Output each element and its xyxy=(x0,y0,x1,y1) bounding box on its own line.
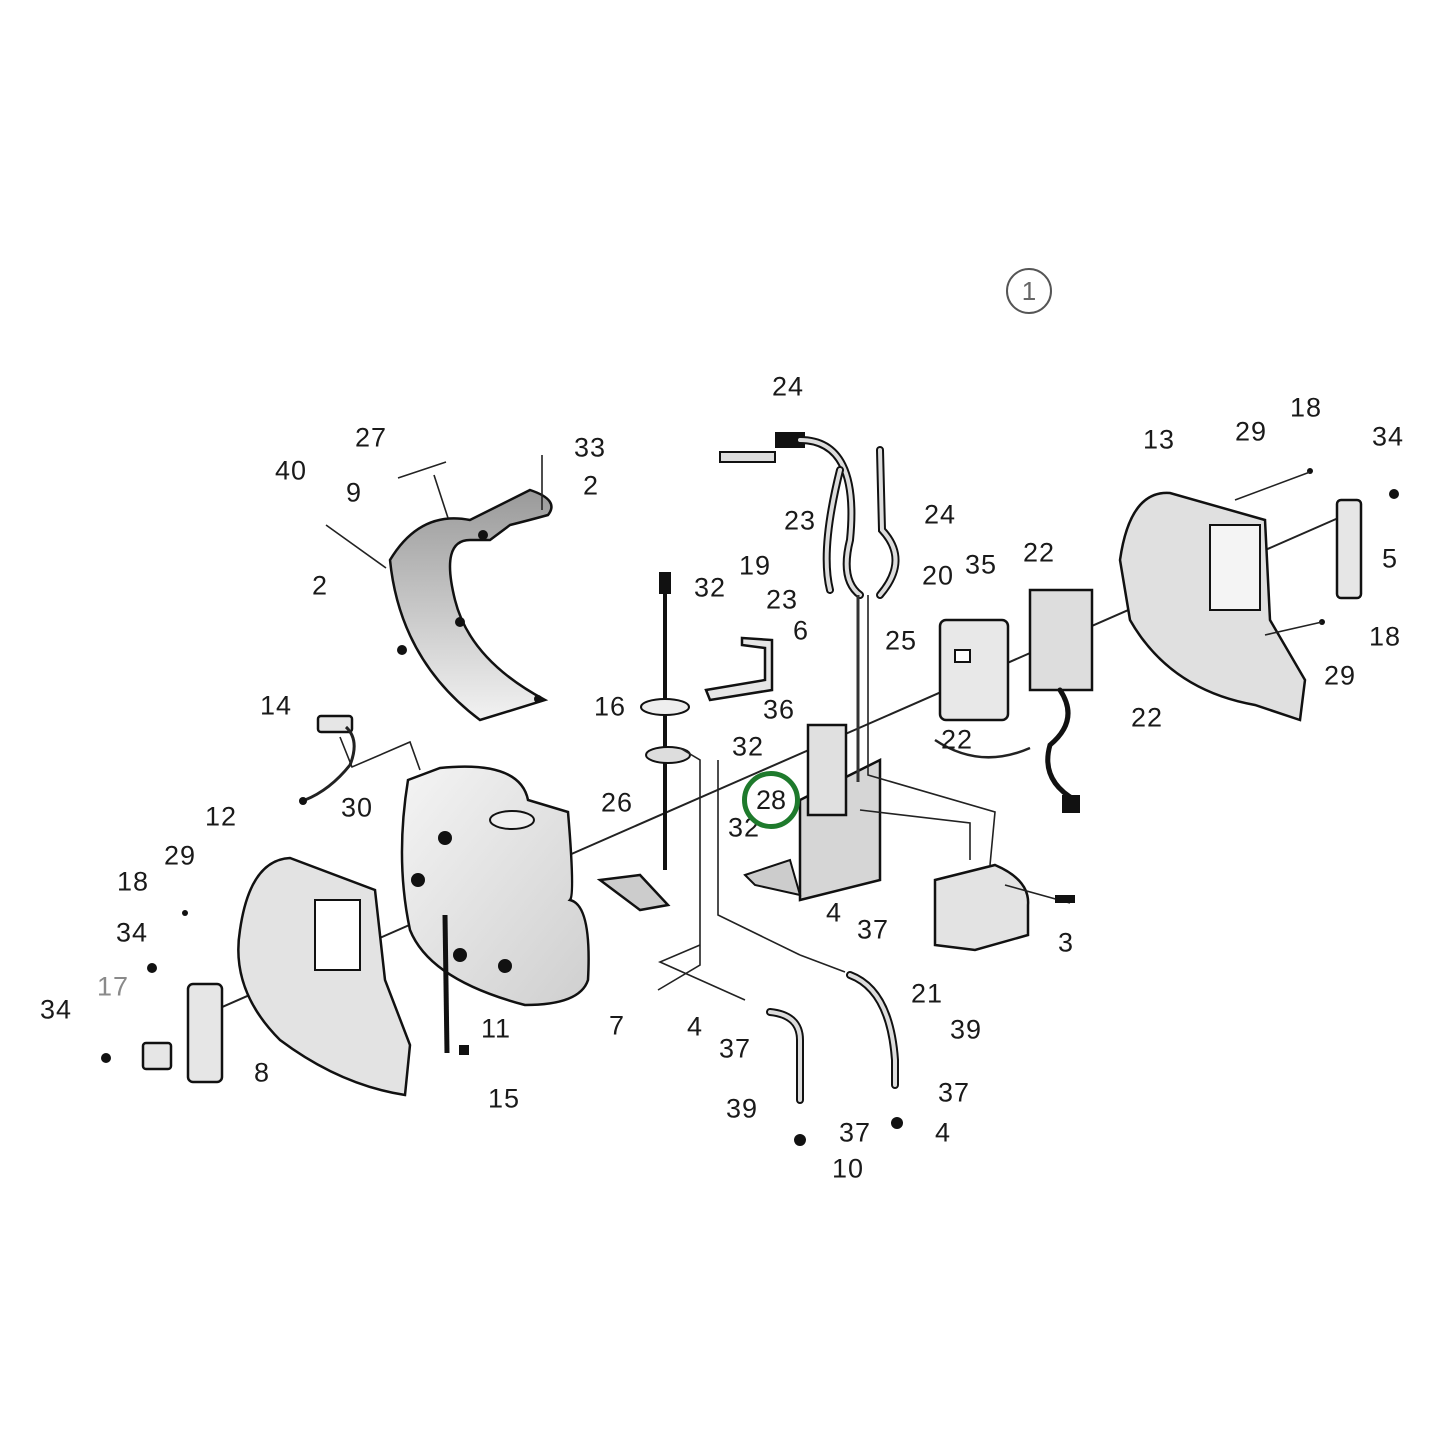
callout-part-6[interactable]: 6 xyxy=(792,615,810,646)
part-17-clamp xyxy=(141,1041,173,1071)
callout-part-37[interactable]: 37 xyxy=(856,914,890,945)
callout-part-35[interactable]: 35 xyxy=(964,549,998,580)
callout-part-11[interactable]: 11 xyxy=(480,1013,512,1044)
callout-part-29[interactable]: 29 xyxy=(163,840,197,871)
callout-part-17[interactable]: 17 xyxy=(96,971,130,1002)
part-21-pump-module xyxy=(933,863,1030,952)
callout-part-39[interactable]: 39 xyxy=(725,1093,759,1124)
callout-part-37[interactable]: 37 xyxy=(838,1117,872,1148)
callout-part-34[interactable]: 34 xyxy=(115,917,149,948)
part-5-bracket xyxy=(1335,498,1363,600)
callout-part-3[interactable]: 3 xyxy=(1057,927,1075,958)
callout-part-20[interactable]: 20 xyxy=(921,560,955,591)
part-25-control-module xyxy=(938,618,1010,722)
part-22-valve-harness xyxy=(1028,588,1094,813)
part-34-nut xyxy=(101,1053,111,1063)
part-23-24-wiring-harness xyxy=(719,432,900,599)
callout-part-4[interactable]: 4 xyxy=(686,1011,704,1042)
callout-part-37[interactable]: 37 xyxy=(718,1033,752,1064)
callout-part-30[interactable]: 30 xyxy=(340,792,374,823)
callout-part-22[interactable]: 22 xyxy=(940,724,974,755)
callout-part-23[interactable]: 23 xyxy=(783,505,817,536)
callout-part-2[interactable]: 2 xyxy=(582,470,600,501)
callout-part-25[interactable]: 25 xyxy=(884,625,918,656)
highlighted-callout-28[interactable]: 28 xyxy=(742,771,800,829)
callout-part-37[interactable]: 37 xyxy=(937,1077,971,1108)
callout-part-33[interactable]: 33 xyxy=(573,432,607,463)
callout-part-10[interactable]: 10 xyxy=(831,1153,865,1184)
part-9-fender-shield xyxy=(388,488,553,722)
part-39-hose-left xyxy=(657,944,806,1146)
part-12-side-plate xyxy=(237,856,412,1097)
callout-part-27[interactable]: 27 xyxy=(354,422,388,453)
part-19-bracket xyxy=(704,636,774,702)
callout-part-32[interactable]: 32 xyxy=(731,731,765,762)
callout-part-36[interactable]: 36 xyxy=(762,694,796,725)
part-28-frame-bracket xyxy=(743,723,882,902)
callout-part-24[interactable]: 24 xyxy=(923,499,957,530)
callout-part-18[interactable]: 18 xyxy=(116,866,150,897)
callout-part-40[interactable]: 40 xyxy=(274,455,308,486)
callout-part-4[interactable]: 4 xyxy=(934,1117,952,1148)
callout-part-8[interactable]: 8 xyxy=(253,1057,271,1088)
callout-part-4[interactable]: 4 xyxy=(825,897,843,928)
callout-part-19[interactable]: 19 xyxy=(738,550,772,581)
part-13-side-plate xyxy=(1118,491,1307,722)
callout-part-18[interactable]: 18 xyxy=(1368,621,1402,652)
callout-part-7[interactable]: 7 xyxy=(608,1010,626,1041)
part-15-plug xyxy=(459,1045,469,1055)
callout-part-12[interactable]: 12 xyxy=(204,801,238,832)
callout-part-15[interactable]: 15 xyxy=(487,1083,521,1114)
callout-part-21[interactable]: 21 xyxy=(910,978,944,1009)
part-8-bracket xyxy=(186,982,224,1084)
figure-number-badge: 1 xyxy=(1006,268,1052,314)
callout-part-5[interactable]: 5 xyxy=(1381,543,1399,574)
part-7-reservoir-tank xyxy=(400,765,590,1054)
callout-part-24[interactable]: 24 xyxy=(771,371,805,402)
callout-part-22[interactable]: 22 xyxy=(1022,537,1056,568)
callout-part-13[interactable]: 13 xyxy=(1142,424,1176,455)
callout-part-26[interactable]: 26 xyxy=(600,787,634,818)
part-14-connector xyxy=(299,714,356,805)
callout-part-39[interactable]: 39 xyxy=(949,1014,983,1045)
callout-part-18[interactable]: 18 xyxy=(1289,392,1323,423)
callout-part-29[interactable]: 29 xyxy=(1234,416,1268,447)
callout-part-29[interactable]: 29 xyxy=(1323,660,1357,691)
callout-part-14[interactable]: 14 xyxy=(259,690,293,721)
callout-part-34[interactable]: 34 xyxy=(1371,421,1405,452)
callout-part-23[interactable]: 23 xyxy=(765,584,799,615)
callout-part-22[interactable]: 22 xyxy=(1130,702,1164,733)
callout-part-9[interactable]: 9 xyxy=(345,477,363,508)
part-26-sender-unit xyxy=(596,572,691,912)
callout-part-2[interactable]: 2 xyxy=(311,570,329,601)
callout-part-34[interactable]: 34 xyxy=(39,994,73,1025)
part-39-hose-right xyxy=(799,954,903,1129)
callout-part-16[interactable]: 16 xyxy=(593,691,627,722)
callout-part-32[interactable]: 32 xyxy=(693,572,727,603)
